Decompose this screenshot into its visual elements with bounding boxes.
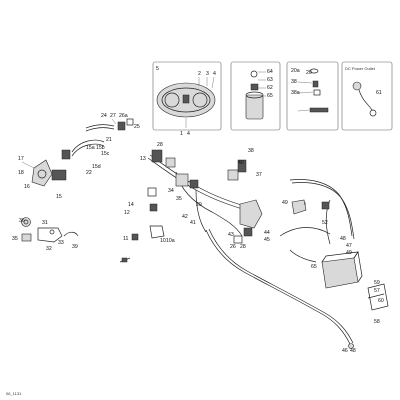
callout-25: 20 bbox=[306, 70, 312, 76]
callout-43: 44 bbox=[264, 230, 270, 236]
callout-3: 3 bbox=[206, 71, 209, 77]
callout-23: 29 bbox=[196, 202, 202, 208]
callout-19: 24 bbox=[101, 113, 107, 119]
callout-48b: 49 bbox=[346, 250, 352, 256]
callout-15a: 15a bbox=[86, 145, 95, 151]
callout-20: 25 bbox=[134, 124, 140, 130]
callout-46: 47 bbox=[346, 243, 352, 249]
callout-4: 4 bbox=[187, 131, 190, 137]
callout-1: 1 bbox=[180, 131, 183, 137]
callout-59b: 65 bbox=[311, 264, 317, 270]
callout-11: 11 bbox=[123, 236, 128, 242]
callout-16: 16 bbox=[24, 184, 30, 190]
callout-59: 65 bbox=[267, 93, 273, 99]
callout-18: 18 bbox=[18, 170, 24, 176]
parts-lower-left: 36 35 31 32 33 39 bbox=[12, 217, 79, 252]
inset-connectors: 20a 38 38a 20 bbox=[286, 61, 339, 131]
inset-gauge-cluster: 1 4 2 3 4 5 bbox=[152, 61, 222, 137]
callout-56: 62 bbox=[267, 85, 273, 91]
callout-30: 31 bbox=[42, 220, 48, 226]
callout-5: 5 bbox=[156, 66, 159, 72]
callout-42: 43 bbox=[228, 232, 234, 238]
callout-2: 2 bbox=[198, 71, 201, 77]
callout-53: 59 bbox=[374, 280, 380, 286]
callout-32: 36 bbox=[19, 218, 25, 224]
callout-41: 42 bbox=[182, 214, 188, 220]
harness-upper-left: 27 24 26a 25 21 15a 15b 15c 15d 22 17 18… bbox=[18, 113, 140, 200]
callout-22: 27 bbox=[110, 113, 116, 119]
dc-outlet-label: DC Power Outlet bbox=[345, 66, 376, 71]
callout-44: 45 bbox=[264, 237, 270, 243]
callout-15: 15 bbox=[56, 194, 62, 200]
rod-lower-center: 46 48 bbox=[205, 227, 356, 354]
callout-26a: 21 bbox=[106, 137, 112, 143]
callout-15c: 15c bbox=[101, 151, 110, 157]
callout-40: 41 bbox=[190, 220, 196, 226]
callout-30b: 33 bbox=[58, 240, 64, 246]
callout-31: 35 bbox=[12, 236, 18, 242]
callout-48: 49 bbox=[282, 200, 288, 206]
callout-15d: 15d bbox=[92, 164, 101, 170]
callout-38: 38a bbox=[291, 90, 300, 96]
callout-14: 14 bbox=[128, 202, 134, 208]
callout-47b: 48 bbox=[340, 236, 346, 242]
callout-24b: 28 bbox=[240, 244, 246, 250]
inset-dc-power-outlet: DC Power Outlet 61 bbox=[341, 61, 393, 131]
callout-55: 61 bbox=[376, 90, 382, 96]
callout-13: 13 bbox=[140, 156, 146, 162]
callout-58: 64 bbox=[267, 69, 273, 75]
callout-24: 28 bbox=[157, 142, 163, 148]
callout-10a: 10a bbox=[166, 238, 175, 244]
callout-57: 63 bbox=[267, 77, 273, 83]
callout-36: 38 bbox=[248, 148, 254, 154]
harness-right-loop: 49 50 52 bbox=[282, 179, 355, 245]
callout-17: 17 bbox=[18, 156, 24, 162]
callout-10: 10 bbox=[160, 238, 166, 244]
callout-39: 40 bbox=[238, 160, 244, 166]
parts-center-left: 11 10 10a bbox=[119, 225, 175, 263]
callout-4b: 4 bbox=[213, 71, 216, 77]
callout-47: 48 bbox=[350, 348, 356, 354]
callout-30a: 32 bbox=[46, 246, 52, 252]
callout-12: 12 bbox=[124, 210, 130, 216]
callout-21: 26a bbox=[119, 113, 128, 119]
callout-54: 60 bbox=[378, 298, 384, 304]
callout-34: 35 bbox=[176, 196, 182, 202]
sheet-code: 06_1131 bbox=[6, 391, 22, 396]
inset-filter: 64 63 62 65 bbox=[230, 61, 281, 131]
callout-45: 46 bbox=[342, 348, 348, 354]
callout-20a: 26 bbox=[230, 244, 236, 250]
harness-main-center: 28 13 14 12 29 40 38 37 42 41 43 26 28 4… bbox=[124, 142, 270, 250]
battery-assembly: 48 47 49 65 59 57 60 58 bbox=[311, 236, 389, 325]
callout-27: 22 bbox=[86, 170, 92, 176]
callout-35: 37 bbox=[256, 172, 262, 178]
callout-52: 58 bbox=[374, 319, 380, 325]
callout-15b: 15b bbox=[96, 145, 105, 151]
callout-38a: 39 bbox=[72, 244, 78, 250]
callout-37: 38 bbox=[291, 79, 297, 85]
callout-51: 57 bbox=[374, 288, 380, 294]
callout-26: 20a bbox=[291, 68, 300, 74]
callout-50: 52 bbox=[322, 220, 328, 226]
callout-33: 34 bbox=[168, 188, 174, 194]
